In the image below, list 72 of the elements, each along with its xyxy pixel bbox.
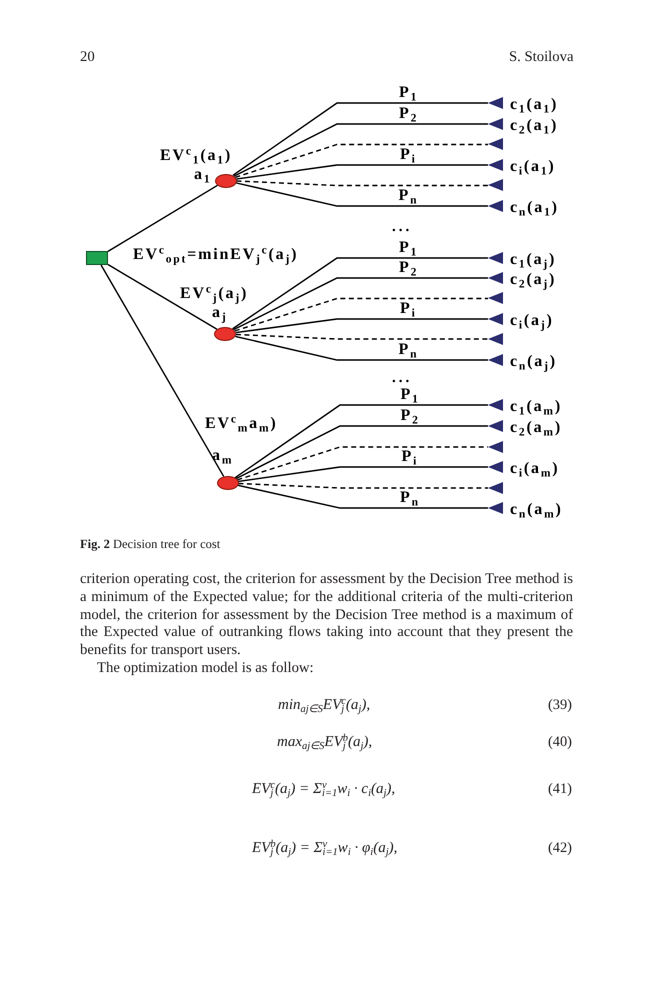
branch-line [100,264,224,477]
ellipsis-text: ... [392,372,412,384]
probability-label: P$_{2}$ [399,104,418,123]
outcome-label: c$_{1}$(a$_{j}$) [510,250,556,268]
page-number: 20 [80,49,95,67]
branch-line [236,318,488,334]
outcome-label: c$_{1}$(a$_{m}$) [510,396,562,416]
probability-label: P$_{i}$ [400,145,417,164]
expected-value-label: EV$^{c}$$_{opt}$=minEV$_{j}$$^{c}$(a$_{j}$) [133,245,298,264]
probability-label: P$_{n}$ [398,186,418,205]
body-paragraph: criterion operating cost, the criterion for assessment by the Decision Tree method is a minimum of the Expected value; for the additional criteria of the multi-criterion model, the criterion for assessment by the Decision Tree method is a maximum of the Expected value of outranking flows taking into account that they present the benefits for transport users. [80,571,573,660]
terminal-node [488,440,503,452]
running-head: S. Stoilova [509,49,574,67]
outcome-label: c$_{1}$(a$_{1}$) [510,94,558,114]
outcome-label: c$_{i}$(a$_{j}$) [510,310,554,330]
branch-line [235,144,488,178]
branch-line [238,466,488,482]
probability-label: P$_{1}$ [399,238,418,257]
branch-line [232,102,488,176]
equation-number: (39) [548,696,572,715]
outcome-label: c$_{2}$(a$_{1}$) [510,116,558,134]
probability-label: P$_{2}$ [400,406,420,425]
terminal-node [488,332,503,344]
expected-value-label: EV$^{c}$$_{1}$(a$_{1}$) [160,146,232,165]
branch-line [108,184,218,252]
branch-line [237,446,488,481]
branch-line [234,298,488,332]
outcome-label: c$_{n}$(a$_{1}$) [510,198,559,216]
probability-label: P$_{i}$ [402,447,418,466]
probability-label: P$_{1}$ [399,83,418,102]
probability-label: P$_{2}$ [399,258,418,277]
outcome-label: c$_{2}$(a$_{m}$) [510,418,562,436]
terminal-node [488,179,503,191]
outcome-label: c$_{n}$(a$_{j}$) [510,352,557,370]
branch-line [234,123,488,177]
probability-label: P$_{i}$ [400,299,417,318]
alternative-label: a$_{1}$ [194,165,212,184]
branch-line [236,425,488,480]
branch-line [236,182,488,207]
branch-line [236,334,488,340]
terminal-node [488,292,503,304]
equation: EV$_{j}$$^{b}$(a$_{j}$) = Σ$_{i=1}$$^{v}$w$_{i}$ · φ$_{i}$(a$_{j}$), [252,838,398,860]
figure-caption: Fig. 2 Decision tree for cost [80,536,220,552]
equation-number: (41) [548,780,572,799]
terminal-node [488,138,503,150]
branch-line [235,336,488,361]
branch-line [238,484,488,509]
body-paragraph: The optimization model is as follow: [96,660,315,678]
branch-line [233,277,488,330]
outcome-label: c$_{i}$(a$_{m}$) [510,458,560,478]
probability-label: P$_{n}$ [398,340,418,359]
equation-number: (42) [548,839,572,858]
branch-line [232,257,488,330]
terminal-node [488,482,503,494]
expected-value-label: EV$^{c}$$_{m}$a$_{m}$) [205,414,278,433]
probability-label: P$_{n}$ [400,488,420,507]
branch-line [234,404,488,478]
branch-line [108,264,218,330]
equation: EV$_{j}$$^{c}$(a$_{j}$) = Σ$_{i=1}$$^{v}$w$_{i}$ · c$_{i}$(a$_{j}$), [252,779,396,802]
equation: max$_{aj∈S}$EV$_{j}$$^{b}$(a$_{j}$), [277,732,372,754]
equation: min$_{aj∈S}$EV$_{j}$$^{c}$(a$_{j}$), [278,695,370,718]
branch-line [236,164,488,180]
branch-line [236,180,488,186]
outcome-label: c$_{2}$(a$_{j}$) [510,270,556,288]
equation-number: (40) [548,733,572,752]
ellipsis-text: ... [392,221,412,233]
outcome-label: c$_{i}$(a$_{1}$) [510,156,556,176]
outcome-label: c$_{n}$(a$_{m}$) [510,500,563,518]
expected-value-label: EV$^{c}$$_{j}$(a$_{j}$) [180,284,248,303]
probability-label: P$_{1}$ [400,385,420,404]
alternative-label: a$_{j}$ [212,304,228,322]
branch-line [238,482,488,489]
